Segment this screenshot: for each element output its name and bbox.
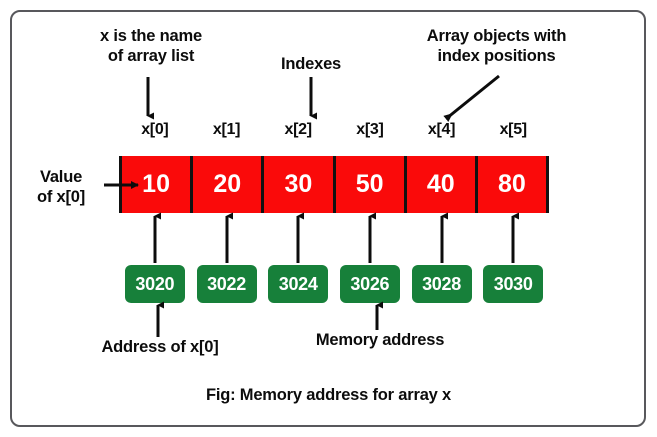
memory-address-box-3: 3026: [339, 265, 400, 303]
memory-address-value-0: 3020: [135, 274, 175, 294]
memory-address-value-2: 3024: [278, 274, 318, 294]
annotation-address-of-x0: Address of x[0]: [101, 338, 219, 356]
memory-address-box-1: 3022: [196, 265, 257, 303]
array-cell-value-1: 20: [213, 170, 242, 198]
annotation-memory-address: Memory address: [315, 331, 445, 349]
array-bar: 10 20 30 50 40 80: [119, 156, 549, 213]
array-cell-4: 40: [407, 156, 478, 213]
memory-address-slot-0: 3020: [119, 265, 191, 303]
index-label-4: x[4]: [427, 121, 456, 138]
array-cell-5: 80: [478, 156, 546, 213]
memory-address-slot-3: 3026: [334, 265, 406, 303]
figure-caption: Fig: Memory address for array x: [205, 386, 452, 404]
memory-address-value-3: 3026: [350, 274, 390, 294]
memory-address-slot-4: 3028: [406, 265, 478, 303]
array-cell-3: 50: [336, 156, 407, 213]
array-cell-1: 20: [193, 156, 265, 213]
array-cell-value-5: 80: [498, 170, 526, 198]
annotation-indexes: Indexes: [280, 55, 342, 73]
memory-address-slot-1: 3022: [191, 265, 263, 303]
index-label-3: x[3]: [356, 121, 384, 138]
memory-address-box-5: 3030: [483, 265, 544, 303]
index-label-0: x[0]: [141, 121, 169, 138]
array-cell-value-2: 30: [284, 170, 313, 198]
memory-address-box-0: 3020: [124, 265, 185, 303]
memory-address-slot-5: 3030: [477, 265, 549, 303]
annotation-array-objects: Array objects with index positions: [426, 27, 567, 66]
index-label-2: x[2]: [284, 121, 313, 138]
memory-address-value-5: 3030: [493, 274, 533, 294]
memory-address-value-4: 3028: [422, 274, 461, 294]
memory-address-value-1: 3022: [207, 274, 246, 294]
index-label-5: x[5]: [499, 121, 528, 138]
array-cell-0: 10: [122, 156, 194, 213]
memory-address-row: 3020 3022 3024 3026 3028 3030: [119, 265, 549, 303]
index-label-row: x[0] x[1] x[2] x[3] x[4] x[5]: [119, 121, 549, 145]
memory-address-slot-2: 3024: [262, 265, 334, 303]
array-cell-2: 30: [264, 156, 336, 213]
array-cell-value-4: 40: [426, 170, 455, 198]
annotation-value-of-x0: Value of x[0]: [36, 168, 86, 207]
diagram-frame: [10, 10, 646, 427]
memory-address-box-4: 3028: [411, 265, 472, 303]
index-label-1: x[1]: [212, 121, 241, 138]
memory-address-box-2: 3024: [268, 265, 329, 303]
annotation-array-name: x is the name of array list: [100, 27, 202, 66]
array-cell-value-3: 50: [355, 170, 384, 198]
array-cell-value-0: 10: [142, 170, 170, 198]
